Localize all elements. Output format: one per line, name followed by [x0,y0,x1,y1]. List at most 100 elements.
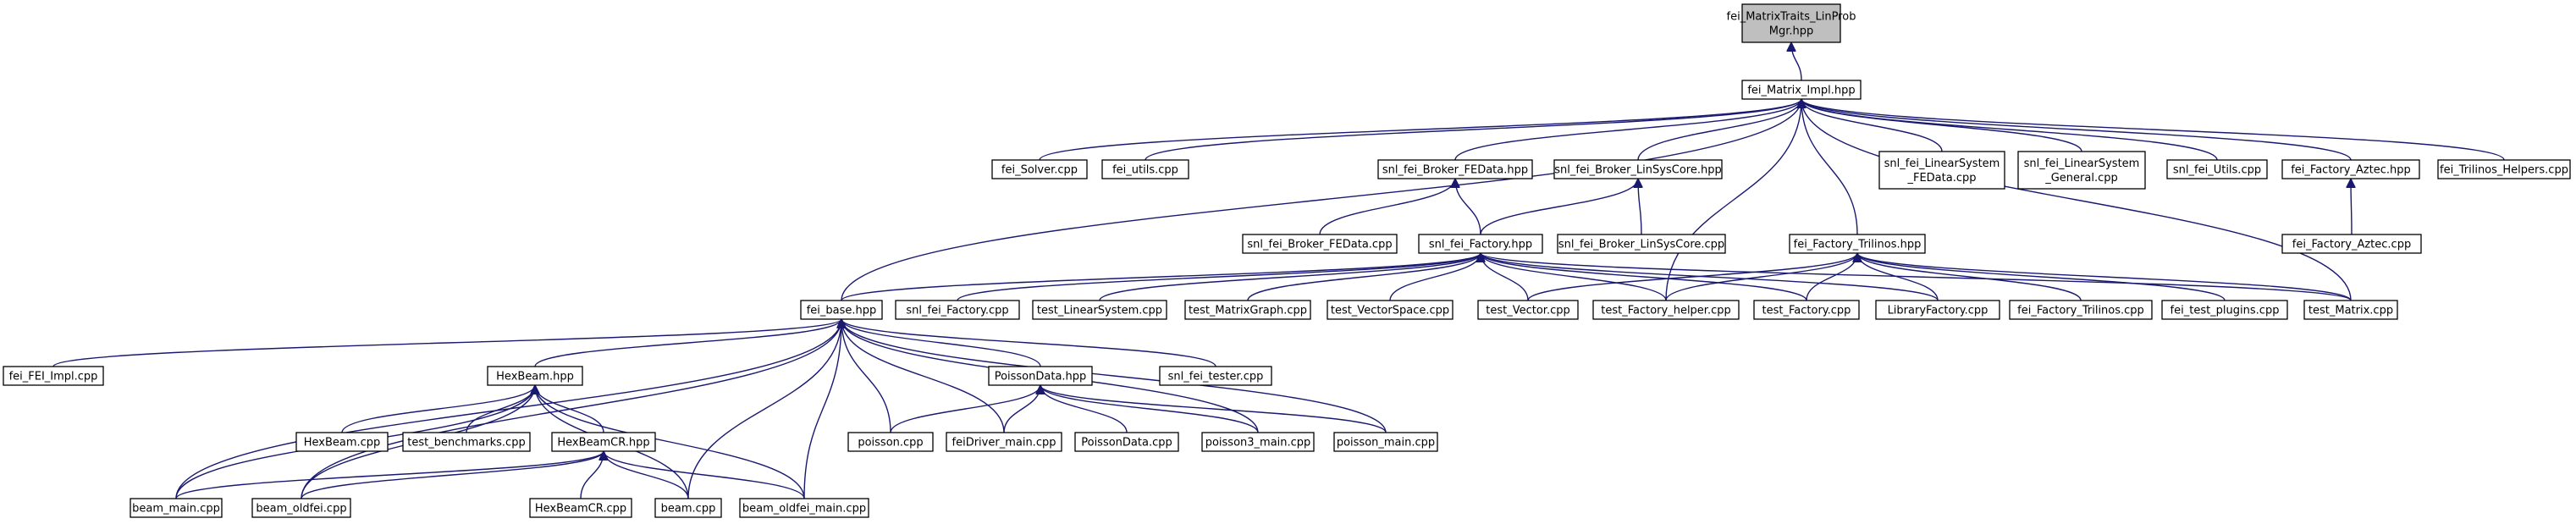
node-fei_impl[interactable]: fei_FEI_Impl.cpp [3,366,104,386]
node-box-beam_oldfei_main [739,498,869,518]
node-label-poisson_main: poisson_main.cpp [1337,437,1435,450]
node-box-test_factory_helper [1592,300,1740,320]
node-box-test_linsys [1032,300,1167,320]
node-box-snl_factory_cpp [895,300,1020,320]
node-label-poisson3_main: poisson3_main.cpp [1205,437,1311,450]
node-box-factory_trilinos_cpp [2009,300,2153,320]
edge-utils-to-matrix_impl [1145,98,1801,161]
node-label-test_linsys: test_LinearSystem.cpp [1037,305,1162,317]
node-factory_aztec[interactable]: fei_Factory_Aztec.hpp [2281,159,2420,179]
node-label-poisson_cpp: poisson.cpp [858,437,923,450]
node-solver[interactable]: fei_Solver.cpp [991,159,1088,179]
node-fei_base[interactable]: fei_base.hpp [800,300,883,320]
node-factory_trilinos[interactable]: fei_Factory_Trilinos.hpp [1789,234,1926,254]
node-broker_linsys[interactable]: snl_fei_Broker_LinSysCore.hpp [1553,159,1723,179]
node-label-test_matgraph: test_MatrixGraph.cpp [1189,305,1307,317]
node-box-solver [991,159,1088,179]
node-poisson_cpp[interactable]: poisson.cpp [847,432,934,452]
node-label-test_factory_helper: test_Factory_helper.cpp [1601,305,1731,317]
node-hexbeamcr_hpp[interactable]: HexBeamCR.hpp [551,432,656,452]
node-test_factory[interactable]: test_Factory.cpp [1753,300,1860,320]
node-beam_oldfei_main[interactable]: beam_oldfei_main.cpp [739,498,869,518]
node-ls_fedata[interactable]: snl_fei_LinearSystem _FEData.cpp [1878,151,2005,190]
edge-test_vector-to-factory_trilinos [1527,252,1857,301]
node-beam_main[interactable]: beam_main.cpp [130,498,223,518]
node-poisson_hpp[interactable]: PoissonData.hpp [988,366,1093,386]
node-test_plugins[interactable]: fei_test_plugins.cpp [2161,300,2288,320]
node-matrix_impl[interactable]: fei_Matrix_Impl.hpp [1741,80,1862,100]
node-feidriver[interactable]: feiDriver_main.cpp [946,432,1062,452]
node-label-test_factory: test_Factory.cpp [1762,305,1851,317]
node-snl_utils[interactable]: snl_fei_Utils.cpp [2166,159,2268,179]
node-box-utils [1101,159,1189,179]
node-box-test_bench [402,432,531,452]
node-label-poisson_hpp: PoissonData.hpp [995,371,1087,383]
node-box-test_vector [1477,300,1579,320]
node-label-trilinos_helpers: fei_Trilinos_Helpers.cpp [2440,164,2568,177]
node-broker_fedata_cpp[interactable]: snl_fei_Broker_FEData.cpp [1242,234,1398,254]
node-utils[interactable]: fei_utils.cpp [1101,159,1189,179]
node-trilinos_helpers[interactable]: fei_Trilinos_Helpers.cpp [2437,159,2571,179]
node-poisson_main[interactable]: poisson_main.cpp [1333,432,1438,452]
node-label-utils: fei_utils.cpp [1112,164,1178,177]
node-box-broker_linsys_cpp [1557,234,1726,254]
node-test_linsys[interactable]: test_LinearSystem.cpp [1032,300,1167,320]
node-label-root: fei_MatrixTraits_LinProb [1727,11,1856,24]
node-library_factory[interactable]: LibraryFactory.cpp [1875,300,2000,320]
node-box-poisson3_main [1201,432,1315,452]
node-ls_general[interactable]: snl_fei_LinearSystem_General.cpp [2017,151,2146,190]
node-label-hexbeamcr_cpp: HexBeamCR.cpp [535,503,626,516]
node-test_factory_helper[interactable]: test_Factory_helper.cpp [1592,300,1740,320]
node-snl_tester[interactable]: snl_fei_tester.cpp [1159,366,1272,386]
node-label-feidriver: feiDriver_main.cpp [952,437,1056,450]
node-factory_aztec_cpp[interactable]: fei_Factory_Aztec.cpp [2281,234,2422,254]
node-hexbeam_cpp[interactable]: HexBeam.cpp [295,432,389,452]
node-label-ls_general: _General.cpp [2044,172,2118,185]
node-poissondata_cpp[interactable]: PoissonData.cpp [1074,432,1179,452]
edge-solver-to-matrix_impl [1039,98,1801,161]
node-box-factory_aztec_cpp [2281,234,2422,254]
node-label-ls_fedata: snl_fei_LinearSystem [1884,157,2000,170]
node-hexbeamcr_cpp[interactable]: HexBeamCR.cpp [529,498,632,518]
node-test_vecspace[interactable]: test_VectorSpace.cpp [1327,300,1453,320]
edge-beam_oldfei_main-to-hexbeamcr_hpp [604,450,805,499]
edge-test_matrix-to-snl_factory [1481,252,2352,301]
node-box-hexbeam_hpp [487,366,583,386]
node-label-test_plugins: fei_test_plugins.cpp [2171,305,2280,317]
node-box-broker_fedata_cpp [1242,234,1398,254]
node-label-test_vector: test_Vector.cpp [1486,305,1569,317]
node-box-beam_main [130,498,223,518]
node-box-snl_factory [1418,234,1543,254]
node-box-trilinos_helpers [2437,159,2571,179]
node-snl_factory_cpp[interactable]: snl_fei_Factory.cpp [895,300,1020,320]
node-box-root [1741,3,1841,43]
node-hexbeam_hpp[interactable]: HexBeam.hpp [487,366,583,386]
edge-broker_fedata-to-matrix_impl [1454,98,1801,161]
node-poisson3_main[interactable]: poisson3_main.cpp [1201,432,1315,452]
node-box-test_plugins [2161,300,2288,320]
node-test_matgraph[interactable]: test_MatrixGraph.cpp [1184,300,1311,320]
node-beam_oldfei[interactable]: beam_oldfei.cpp [251,498,351,518]
node-broker_linsys_cpp[interactable]: snl_fei_Broker_LinSysCore.cpp [1557,234,1726,254]
node-box-ls_fedata [1878,151,2005,190]
node-label-factory_trilinos: fei_Factory_Trilinos.hpp [1794,239,1922,251]
node-box-fei_base [800,300,883,320]
node-test_matrix[interactable]: test_Matrix.cpp [2303,300,2398,320]
edge-snl_utils-to-matrix_impl [1801,98,2218,161]
node-snl_factory[interactable]: snl_fei_Factory.hpp [1418,234,1543,254]
node-beam_cpp[interactable]: beam.cpp [654,498,722,518]
node-test_vector[interactable]: test_Vector.cpp [1477,300,1579,320]
node-factory_trilinos_cpp[interactable]: fei_Factory_Trilinos.cpp [2009,300,2153,320]
node-test_bench[interactable]: test_benchmarks.cpp [402,432,531,452]
node-label-factory_aztec_cpp: fei_Factory_Aztec.cpp [2292,239,2411,251]
edge-fei_base-to-snl_factory [841,252,1481,301]
node-label-test_matrix: test_Matrix.cpp [2308,305,2393,317]
edge-broker_fedata_cpp-to-broker_fedata [1319,178,1455,235]
node-broker_fedata[interactable]: snl_fei_Broker_FEData.hpp [1377,159,1533,179]
node-box-test_factory [1753,300,1860,320]
node-label-factory_aztec: fei_Factory_Aztec.hpp [2291,164,2411,177]
node-label-snl_tester: snl_fei_tester.cpp [1168,371,1264,383]
node-label-ls_fedata: _FEData.cpp [1906,172,1976,185]
node-label-broker_fedata: snl_fei_Broker_FEData.hpp [1382,164,1528,177]
